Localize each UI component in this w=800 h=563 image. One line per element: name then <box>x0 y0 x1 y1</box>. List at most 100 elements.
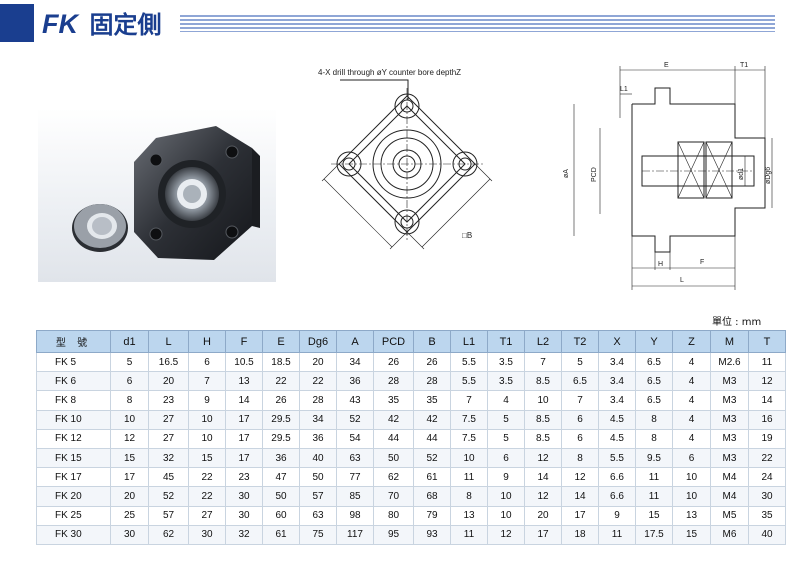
table-cell: 11 <box>450 467 488 488</box>
table-cell: 15 <box>188 447 226 469</box>
column-header: d1 <box>110 330 149 353</box>
column-header: T <box>748 330 786 353</box>
table-cell: 8 <box>110 390 149 411</box>
table-cell: 95 <box>373 524 414 545</box>
table-cell: 50 <box>373 447 414 469</box>
table-cell: 6 <box>561 409 599 430</box>
table-cell: 15 <box>110 447 149 469</box>
dim-a: øA <box>563 169 570 178</box>
table-cell: 10 <box>672 486 711 507</box>
model-cell: FK 20 <box>36 486 111 507</box>
table-cell: 32 <box>225 524 263 545</box>
table-cell: 28 <box>299 390 337 411</box>
table-cell: 28 <box>373 371 414 392</box>
column-header: T2 <box>561 330 599 353</box>
table-cell: 10 <box>110 409 149 430</box>
housing-body <box>134 126 260 260</box>
front-view-drawing: □B <box>300 58 515 288</box>
table-cell: 36 <box>262 447 300 469</box>
table-cell: 57 <box>299 486 337 507</box>
table-cell: 9.5 <box>635 447 673 469</box>
table-cell: 117 <box>336 524 374 545</box>
table-cell: 68 <box>413 486 451 507</box>
table-cell: 4.5 <box>598 409 636 430</box>
table-cell: 54 <box>336 428 374 449</box>
table-cell: 30 <box>748 486 786 507</box>
table-cell: 11 <box>748 351 786 373</box>
counterbore-note: 4-X drill through øY counter bore depthZ <box>318 68 462 77</box>
table-cell: 18.5 <box>262 351 300 373</box>
model-cell: FK 15 <box>36 447 111 469</box>
table-cell: M2.6 <box>710 351 749 373</box>
table-cell: 8.5 <box>524 409 562 430</box>
table-cell: 8.5 <box>524 428 562 449</box>
table-cell: 13 <box>672 505 711 526</box>
table-cell: 15 <box>672 524 711 545</box>
table-cell: 17 <box>561 505 599 526</box>
table-cell: 10 <box>672 467 711 488</box>
table-cell: 17 <box>524 524 562 545</box>
column-header: T1 <box>487 330 525 353</box>
table-cell: 17.5 <box>635 524 673 545</box>
front-b-label: □B <box>462 231 472 240</box>
table-cell: 30 <box>225 486 263 507</box>
table-cell: 52 <box>413 447 451 469</box>
unit-label: 單位 : mm <box>712 317 762 328</box>
table-cell: 4 <box>672 371 711 392</box>
table-cell: 6.5 <box>635 371 673 392</box>
table-cell: 85 <box>336 486 374 507</box>
table-cell: 3.4 <box>598 351 636 373</box>
table-cell: 6 <box>188 351 226 373</box>
dim-f: F <box>700 259 704 266</box>
table-cell: 22 <box>188 486 226 507</box>
table-cell: 14 <box>748 390 786 411</box>
column-header: H <box>188 330 226 353</box>
table-cell: 8 <box>561 447 599 469</box>
table-cell: 34 <box>336 351 374 373</box>
table-cell: 9 <box>188 390 226 411</box>
table-cell: 50 <box>262 486 300 507</box>
table-cell: 27 <box>148 409 189 430</box>
table-cell: M6 <box>710 524 749 545</box>
title-name: 固定側 <box>89 11 162 39</box>
table-cell: 12 <box>487 524 525 545</box>
table-cell: 30 <box>110 524 149 545</box>
table-cell: 11 <box>598 524 636 545</box>
table-cell: 40 <box>748 524 786 545</box>
dim-l1: L1 <box>620 86 628 93</box>
table-cell: 3.4 <box>598 371 636 392</box>
table-cell: 26 <box>373 351 414 373</box>
table-cell: 10 <box>487 486 525 507</box>
table-cell: M3 <box>710 409 749 430</box>
table-cell: 18 <box>561 524 599 545</box>
table-cell: 4 <box>487 390 525 411</box>
table-cell: 7 <box>561 390 599 411</box>
table-cell: M4 <box>710 486 749 507</box>
table-cell: 70 <box>373 486 414 507</box>
column-header: B <box>413 330 451 353</box>
table-cell: 79 <box>413 505 451 526</box>
table-cell: 4 <box>672 390 711 411</box>
table-cell: 22 <box>188 467 226 488</box>
table-cell: 93 <box>413 524 451 545</box>
table-cell: M3 <box>710 371 749 392</box>
table-cell: 6 <box>110 371 149 392</box>
table-cell: 5 <box>487 409 525 430</box>
table-cell: 13 <box>225 371 263 392</box>
table-cell: 15 <box>635 505 673 526</box>
table-cell: 20 <box>148 371 189 392</box>
table-cell: 4 <box>672 428 711 449</box>
table-cell: 6.5 <box>635 351 673 373</box>
table-cell: 40 <box>299 447 337 469</box>
table-cell: 6 <box>672 447 711 469</box>
table-cell: 62 <box>373 467 414 488</box>
table-cell: 28 <box>413 371 451 392</box>
table-cell: M4 <box>710 467 749 488</box>
model-cell: FK 25 <box>36 505 111 526</box>
table-cell: 16 <box>748 409 786 430</box>
column-header: L2 <box>524 330 562 353</box>
